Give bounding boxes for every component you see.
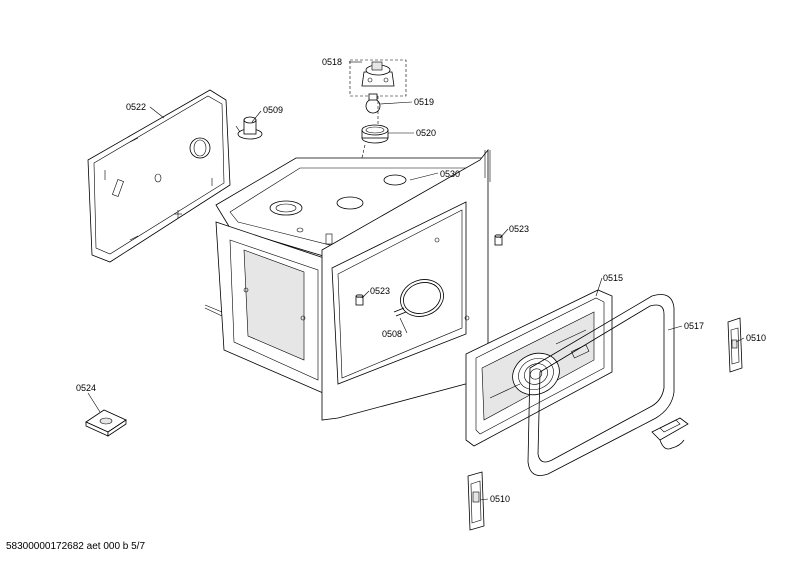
label-0510-bottom: 0510: [490, 494, 510, 504]
part-0530-oven-cavity[interactable]: [204, 148, 491, 421]
part-0509-cap[interactable]: [235, 116, 263, 140]
part-0523-fitting-center[interactable]: [355, 294, 364, 306]
part-0518-lamp-holder[interactable]: [349, 59, 407, 97]
label-0523-center: 0523: [370, 286, 390, 296]
label-0517: 0517: [684, 321, 704, 331]
label-0510-right: 0510: [746, 333, 766, 343]
part-0522-rear-panel[interactable]: [87, 89, 231, 263]
label-0522: 0522: [126, 102, 146, 112]
hinge-catch-part[interactable]: [651, 417, 689, 450]
part-labels: 0522 0509 0518 0519 0520 0530 0523 0523 …: [76, 57, 766, 504]
part-0510-hinge-right[interactable]: [727, 317, 743, 373]
part-0510-hinge-bottom[interactable]: [467, 471, 485, 531]
document-reference: 58300000172682 aet 000 b 5/7: [6, 541, 146, 552]
part-0523-fitting-right[interactable]: [494, 234, 503, 246]
label-0515: 0515: [603, 273, 623, 283]
label-0530: 0530: [440, 169, 460, 179]
label-0508: 0508: [382, 329, 402, 339]
part-0508-ring-heater[interactable]: [393, 274, 449, 323]
part-0524-spacer-pad[interactable]: [85, 409, 127, 437]
part-0517-door-seal[interactable]: [527, 294, 675, 476]
label-0523-right: 0523: [509, 224, 529, 234]
leader-lines: [87, 61, 745, 501]
part-0519-lamp-bulb[interactable]: [365, 93, 381, 114]
part-0515-fan-cover[interactable]: [465, 289, 613, 447]
label-0518: 0518: [322, 57, 342, 67]
label-0519: 0519: [414, 97, 434, 107]
label-0524: 0524: [76, 383, 96, 393]
label-0509: 0509: [263, 105, 283, 115]
label-0520: 0520: [416, 128, 436, 138]
part-0520-lamp-ring[interactable]: [361, 124, 389, 144]
